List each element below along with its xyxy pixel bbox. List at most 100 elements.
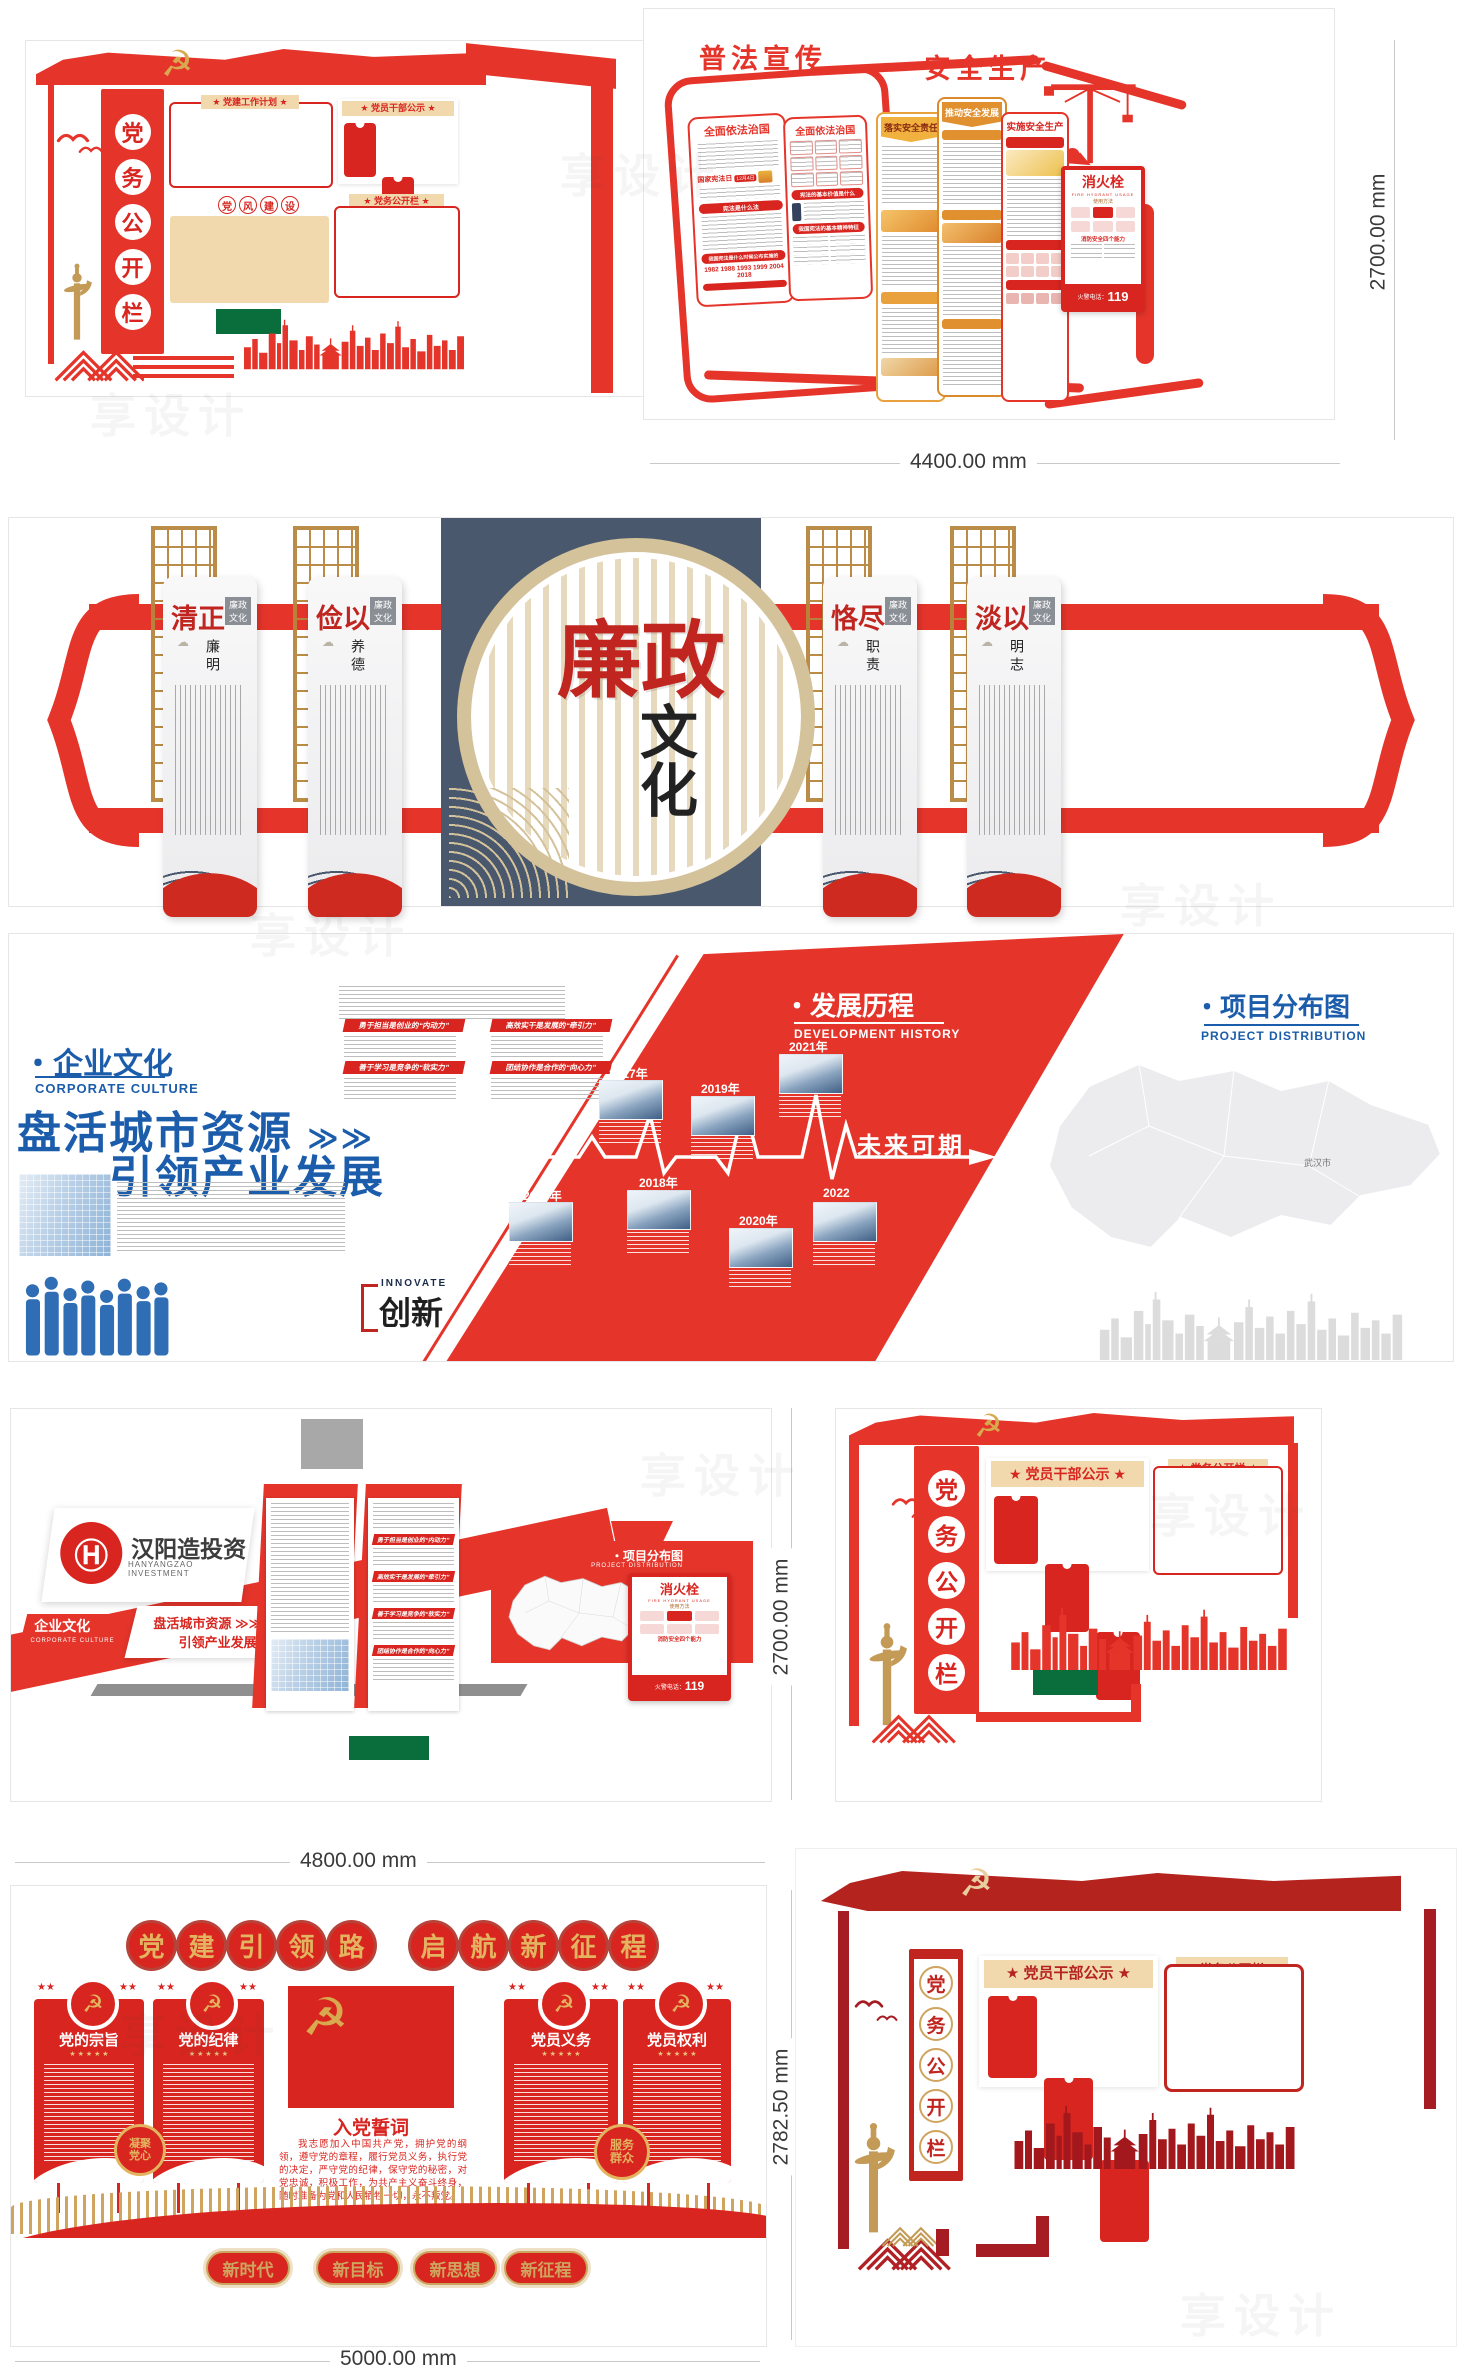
deco-stripes <box>133 356 234 378</box>
step <box>640 1611 665 1621</box>
year-label: 2016年 <box>523 1189 562 1203</box>
card-title: 淡以 <box>975 604 1029 634</box>
card-title: 清正 <box>171 604 225 634</box>
tel-label: 火警电话： <box>1077 294 1108 301</box>
year-photo <box>729 1228 793 1268</box>
constitution-day: 国家宪法日 <box>697 175 733 185</box>
flag-band <box>821 1871 1401 1911</box>
year-photo <box>599 1080 663 1120</box>
year-photo <box>627 1190 691 1230</box>
year-photo <box>509 1202 573 1242</box>
innovate-cn: 创新 <box>379 1295 444 1331</box>
step <box>1071 221 1091 232</box>
frame-right-bar <box>1288 1443 1298 1618</box>
picto <box>1006 266 1019 277</box>
grid-cell <box>840 170 864 186</box>
style-header: 党 风 建 设 <box>218 196 299 214</box>
year-photo <box>691 1096 755 1136</box>
bullet: ・ <box>784 991 811 1021</box>
banner-char: 党 <box>928 1469 965 1507</box>
cloud-icon: ☁ <box>177 635 189 649</box>
vertical-text-lines <box>979 685 1049 835</box>
banner-char: 栏 <box>114 293 151 330</box>
plan-board <box>169 102 333 188</box>
banner-char: 党 <box>114 113 151 150</box>
hydrant-title: 消火栓 <box>1082 174 1124 190</box>
text-lines <box>373 1622 454 1642</box>
hydrant-four: 消防安全四个能力 <box>657 1637 702 1643</box>
text-lines <box>943 246 1001 316</box>
col2-header: 全面依法治国 <box>795 125 856 139</box>
history-en: DEVELOPMENT HISTORY <box>794 1027 961 1041</box>
col3-header: 落实安全责任 <box>881 117 941 142</box>
text-lines <box>792 236 829 246</box>
cloud-icon: ☁ <box>981 635 993 649</box>
usage-steps <box>1065 206 1141 233</box>
text-lines <box>1007 179 1063 237</box>
hydrant-en: FIRE HYDRANT USAGE <box>648 1598 711 1603</box>
party-emblem-icon: ☭ <box>67 1978 119 2030</box>
intro-lines <box>339 986 565 1020</box>
law-grid <box>789 138 864 188</box>
party-emblem-icon: ☭ <box>161 43 194 84</box>
underline <box>1204 1024 1359 1026</box>
stars-row: ★ ★ ★ ★ ★ <box>541 2051 581 2058</box>
year-lines <box>627 1232 689 1254</box>
text-lines <box>830 244 866 254</box>
panel-party-board-3: ☭ 党 务 公 开 栏 ★ 党员干部公示 ★ ★ 党务公开栏 ★ <box>795 1848 1457 2347</box>
grid-cell <box>790 156 814 172</box>
text-lines <box>491 1078 603 1100</box>
banner-char: 栏 <box>919 2130 953 2164</box>
year-lines <box>779 1096 841 1118</box>
step <box>1115 221 1135 232</box>
city-skyline <box>1014 2106 1295 2169</box>
col5-header: 实施安全生产 <box>1006 122 1064 133</box>
step <box>1071 207 1091 218</box>
headline-text: 盘活城市资源 <box>17 1109 293 1158</box>
step <box>667 1611 692 1621</box>
seal-cohesion: 凝聚党心 <box>114 2124 166 2176</box>
frame-right-bar <box>1424 1909 1436 2109</box>
picto-grid <box>1006 293 1064 304</box>
text-lines <box>344 1078 456 1100</box>
hydrant-usage: 使用方法 <box>1092 199 1113 205</box>
era-badge: 新征程 <box>504 2251 588 2285</box>
cadre-header: ★ 党员干部公示 ★ <box>984 1960 1153 1988</box>
banner-char: 务 <box>919 2007 953 2041</box>
text-lines <box>1104 244 1135 251</box>
people-silhouette <box>25 1276 169 1356</box>
frame-step <box>1036 2216 1049 2257</box>
map-title-small: ・项目分布图 <box>611 1547 683 1564</box>
title-char: 启 <box>411 1923 456 1968</box>
dim-line <box>1394 40 1395 440</box>
corp-category-text: 企业文化 <box>53 1048 173 1081</box>
frame-left-bar <box>838 1911 849 2249</box>
safety-column-2: 推动安全发展 <box>937 97 1007 397</box>
value-bar: 善于学习是竞争的“软实力” <box>342 1061 466 1074</box>
year-photo <box>779 1054 843 1094</box>
usage-steps <box>632 1610 727 1635</box>
badge-line: 文化 <box>888 613 907 623</box>
ticket <box>988 1996 1037 2078</box>
hydrant-title: 消火栓 <box>659 1582 699 1597</box>
style-char: 党 <box>218 196 236 214</box>
style-char: 风 <box>239 196 257 214</box>
innovate-bracket <box>361 1284 378 1332</box>
map-city-label: 武汉市 <box>1304 1158 1332 1168</box>
picto <box>1006 293 1019 304</box>
dim-width-e: 5000.00 mm <box>330 2347 467 2371</box>
step <box>694 1611 719 1621</box>
ticket <box>344 123 376 177</box>
safety-column-3: 实施安全生产 <box>1001 112 1069 402</box>
card-title: 恪尽 <box>831 604 885 634</box>
dim-height-a: 2700.00 mm <box>1366 163 1391 301</box>
sub-bar <box>942 210 1002 220</box>
stars-icon: ★★ <box>706 1982 724 1993</box>
sub-bar <box>942 130 1002 140</box>
text-lines <box>882 146 940 206</box>
step <box>640 1624 665 1634</box>
map-en-small: PROJECT DISTRIBUTION <box>591 1563 683 1569</box>
map-en: PROJECT DISTRIBUTION <box>1201 1029 1367 1043</box>
hubei-map <box>1048 1063 1442 1249</box>
title-char: 引 <box>229 1923 274 1968</box>
